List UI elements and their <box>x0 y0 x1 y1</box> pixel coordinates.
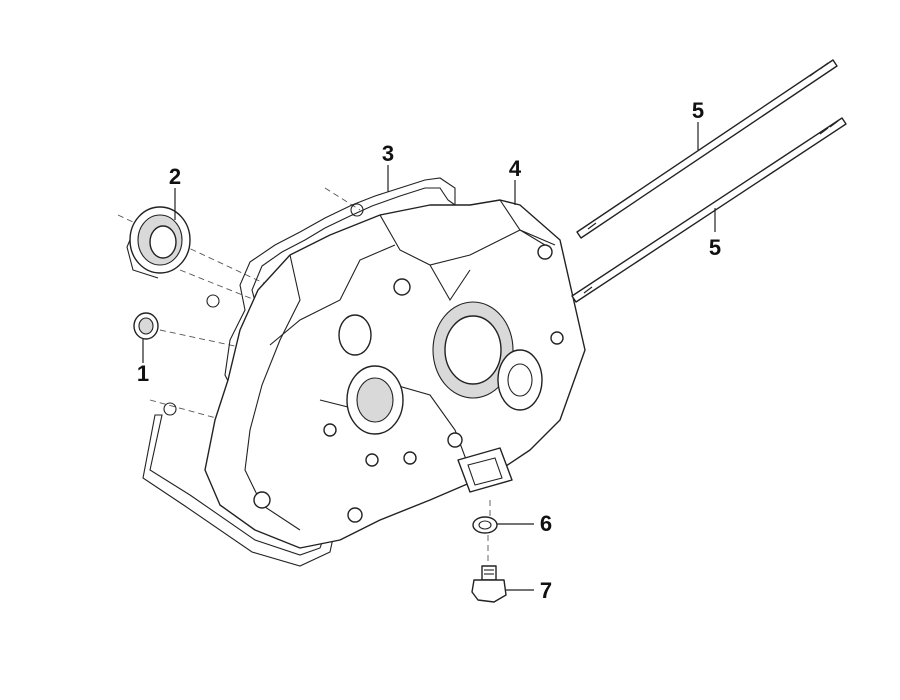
callout-label: 6 <box>540 511 552 536</box>
callout-label: 5 <box>692 98 704 123</box>
bearing-ring <box>133 312 159 340</box>
callout-label: 3 <box>382 141 394 166</box>
stud-bolts <box>571 59 847 303</box>
callout-label: 7 <box>540 578 552 603</box>
callout-label: 4 <box>509 156 522 181</box>
callout-label: 5 <box>709 235 721 260</box>
washer <box>472 516 498 534</box>
crankcase <box>204 199 586 549</box>
callout-label: 2 <box>169 164 181 189</box>
leader-lines <box>142 122 716 591</box>
drain-plug <box>471 565 507 603</box>
oil-seal-bearing <box>126 206 191 279</box>
callout-label: 1 <box>137 361 149 386</box>
